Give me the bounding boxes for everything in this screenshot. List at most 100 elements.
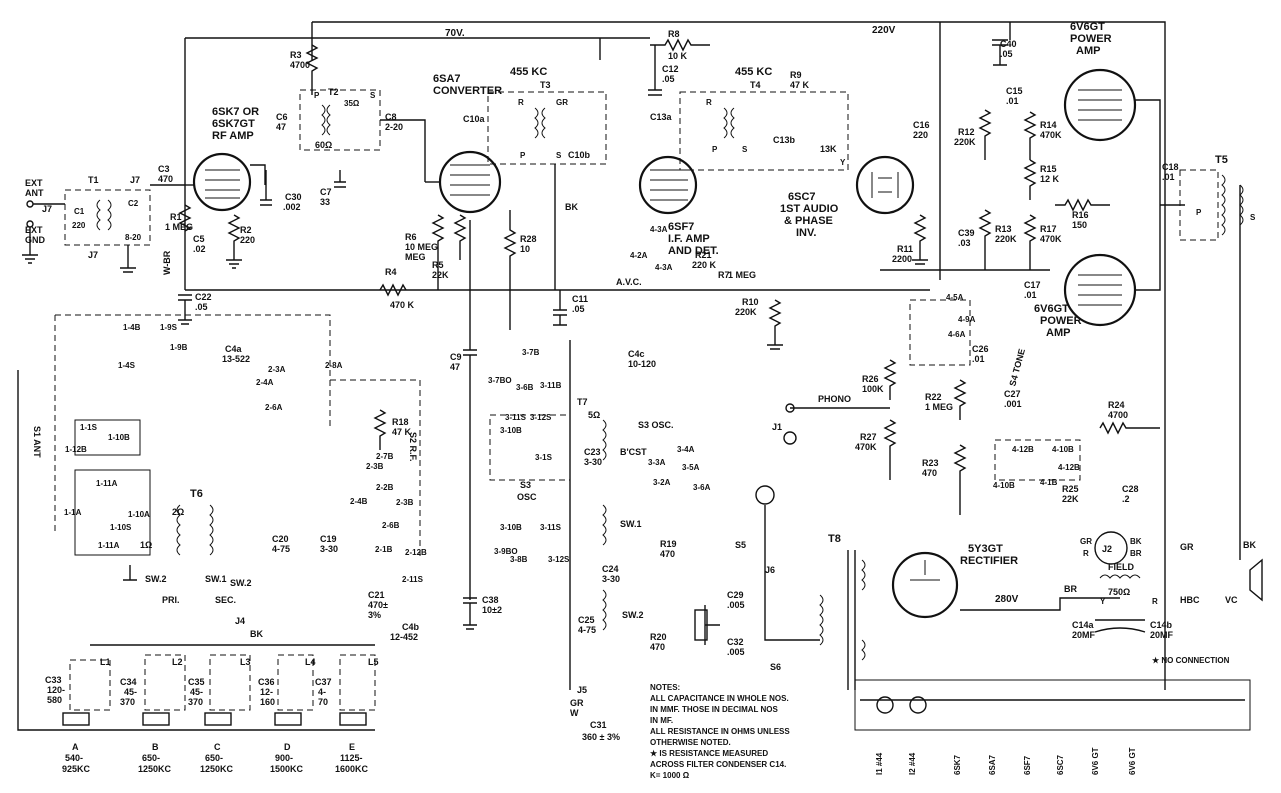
bcst-label: B'CST: [620, 447, 647, 457]
contact-3-11b: 3-11B: [540, 381, 562, 390]
t4-name: T4: [750, 80, 761, 90]
band-c-letter: C: [214, 742, 221, 752]
contact-4-12b: 4-12B: [1012, 445, 1034, 454]
t4-p: P: [712, 145, 718, 154]
sw1-label-1: SW.1: [205, 574, 227, 584]
c4b-label: C4b: [402, 622, 420, 632]
j2-gr: GR: [1080, 537, 1092, 546]
wbr-label: W-BR: [162, 250, 172, 275]
s4-box: [994, 439, 1081, 481]
sw2-label-3: SW.2: [622, 610, 644, 620]
c16-value: 220: [913, 130, 928, 140]
c4a-label: C4a: [225, 344, 243, 354]
band-c-switch[interactable]: [204, 712, 232, 726]
ext-ant-terminal[interactable]: [26, 200, 34, 208]
power-supply: T8 5Y3GT RECTIFIER 280V BR Y R FIELD 750…: [819, 531, 1263, 690]
contact-2-1b: 2-1B: [375, 545, 393, 554]
pilot-lamp-2: [909, 696, 927, 714]
if-tube: [638, 155, 698, 215]
band-b-coil-box: [144, 654, 186, 711]
j1-jack[interactable]: [783, 431, 797, 445]
band-e-switch[interactable]: [339, 712, 367, 726]
j6-label: J6: [765, 565, 775, 575]
contact-3-11s: 3-11S: [505, 413, 527, 422]
aud-tube-role-2: & PHASE: [784, 215, 833, 227]
j7-label-top: J7: [130, 175, 140, 185]
heater-1: I2 #44: [908, 752, 917, 775]
r16-label: R16: [1072, 210, 1089, 220]
j1-label: J1: [772, 422, 782, 432]
r17-value: 470K: [1040, 234, 1062, 244]
rect-tube-name: 5Y3GT: [968, 543, 1003, 555]
contact-4-10b: 4-10B: [1052, 445, 1074, 454]
avc-line: R4 470 K A.V.C. C11 .05 R10 220K: [185, 267, 930, 350]
j2-socket[interactable]: [1094, 531, 1128, 565]
r10-label: R10: [742, 297, 759, 307]
c22-label: C22: [195, 292, 212, 302]
band-e-letter: E: [349, 742, 355, 752]
r2-value: 220: [240, 235, 255, 245]
r22-value: 1 MEG: [925, 402, 953, 412]
r8-value: 10 K: [668, 51, 688, 61]
phono-tone-section: PHONO J1 R26 100K R27 470K C26 .01 R22 1…: [630, 225, 1160, 515]
c23-label: C23: [584, 447, 601, 457]
s1-label: S1 ANT: [32, 426, 42, 458]
conv-tube-role: CONVERTER: [433, 85, 502, 97]
c21-tol: 3%: [368, 610, 381, 620]
band-d-switch[interactable]: [274, 712, 302, 726]
t5-s: S: [1250, 213, 1256, 222]
c25-value: 4-75: [578, 625, 596, 635]
contact-2-3a: 2-3A: [268, 365, 286, 374]
s2-rf-switch: 2-3A 2-4A 2-6A 2-8A R18 47 K S2 R.F. 2-7…: [256, 361, 427, 642]
r28-label: R28: [520, 234, 537, 244]
band-d-hi: 1500KC: [270, 764, 304, 774]
r18-value: 47 K: [392, 427, 412, 437]
r1-label: R1: [170, 212, 182, 222]
band-c-hi: 1250KC: [200, 764, 234, 774]
ext-ant-label-2: ANT: [25, 188, 44, 198]
c9-label: C9: [450, 352, 462, 362]
s5-knob[interactable]: [755, 485, 775, 505]
band-b-cap-label: C34: [120, 677, 137, 687]
band-a-switch[interactable]: [62, 712, 90, 726]
aud-tube-role-3: INV.: [796, 227, 816, 239]
r27-label: R27: [860, 432, 877, 442]
converter-stage: 6SA7 CONVERTER R6 10 MEG MEG R5 22K R28 …: [405, 73, 537, 330]
t1-box: [64, 189, 151, 246]
c1-label: C1: [74, 207, 85, 216]
r14-value: 470K: [1040, 130, 1062, 140]
phono-jack[interactable]: [785, 403, 795, 413]
r7-label: R7: [718, 270, 730, 280]
r21-label: R21: [695, 250, 712, 260]
hbc-label: HBC: [1180, 595, 1200, 605]
heater-string: I1 #44 I2 #44 6SK7 6SA7 6SF7 6SC7 6V6 GT…: [854, 679, 1251, 775]
sw2-label-1: SW.2: [145, 574, 167, 584]
ext-gnd-label-2: GND: [25, 235, 46, 245]
band-e-hi: 1600KC: [335, 764, 369, 774]
j2-bk: BK: [1130, 537, 1142, 546]
t6-label: T6: [190, 488, 203, 500]
t2-section: R3 4700 T2 P S 35Ω 60Ω C6 47 C8 2-20 C7 …: [260, 44, 426, 212]
t6-2ohm: 2Ω: [172, 507, 184, 517]
j2-br: BR: [1130, 549, 1142, 558]
contact-1-10s: 1-10S: [110, 523, 132, 532]
band-d-letter: D: [284, 742, 291, 752]
r20-label: R20: [650, 632, 667, 642]
c26-label: C26: [972, 344, 989, 354]
rf-tube-role: RF AMP: [212, 130, 254, 142]
r23-value: 470: [922, 468, 937, 478]
aud-tube-role-1: 1ST AUDIO: [780, 203, 839, 215]
band-b-switch[interactable]: [142, 712, 170, 726]
rf-tube-name-2: 6SK7GT: [212, 118, 255, 130]
band-c-coil-box: [209, 654, 251, 711]
j2-r: R: [1083, 549, 1089, 558]
t7-label: T7: [577, 397, 588, 407]
c28-value: .2: [1122, 494, 1130, 504]
r21-value: 220 K: [692, 260, 717, 270]
r6-value-2: MEG: [405, 252, 426, 262]
contact-2-2b: 2-2B: [376, 483, 394, 492]
contact-3-12s-b: 3-12S: [548, 555, 570, 564]
c11-value: .05: [572, 304, 585, 314]
heater-7: 6V6 GT: [1128, 747, 1137, 775]
